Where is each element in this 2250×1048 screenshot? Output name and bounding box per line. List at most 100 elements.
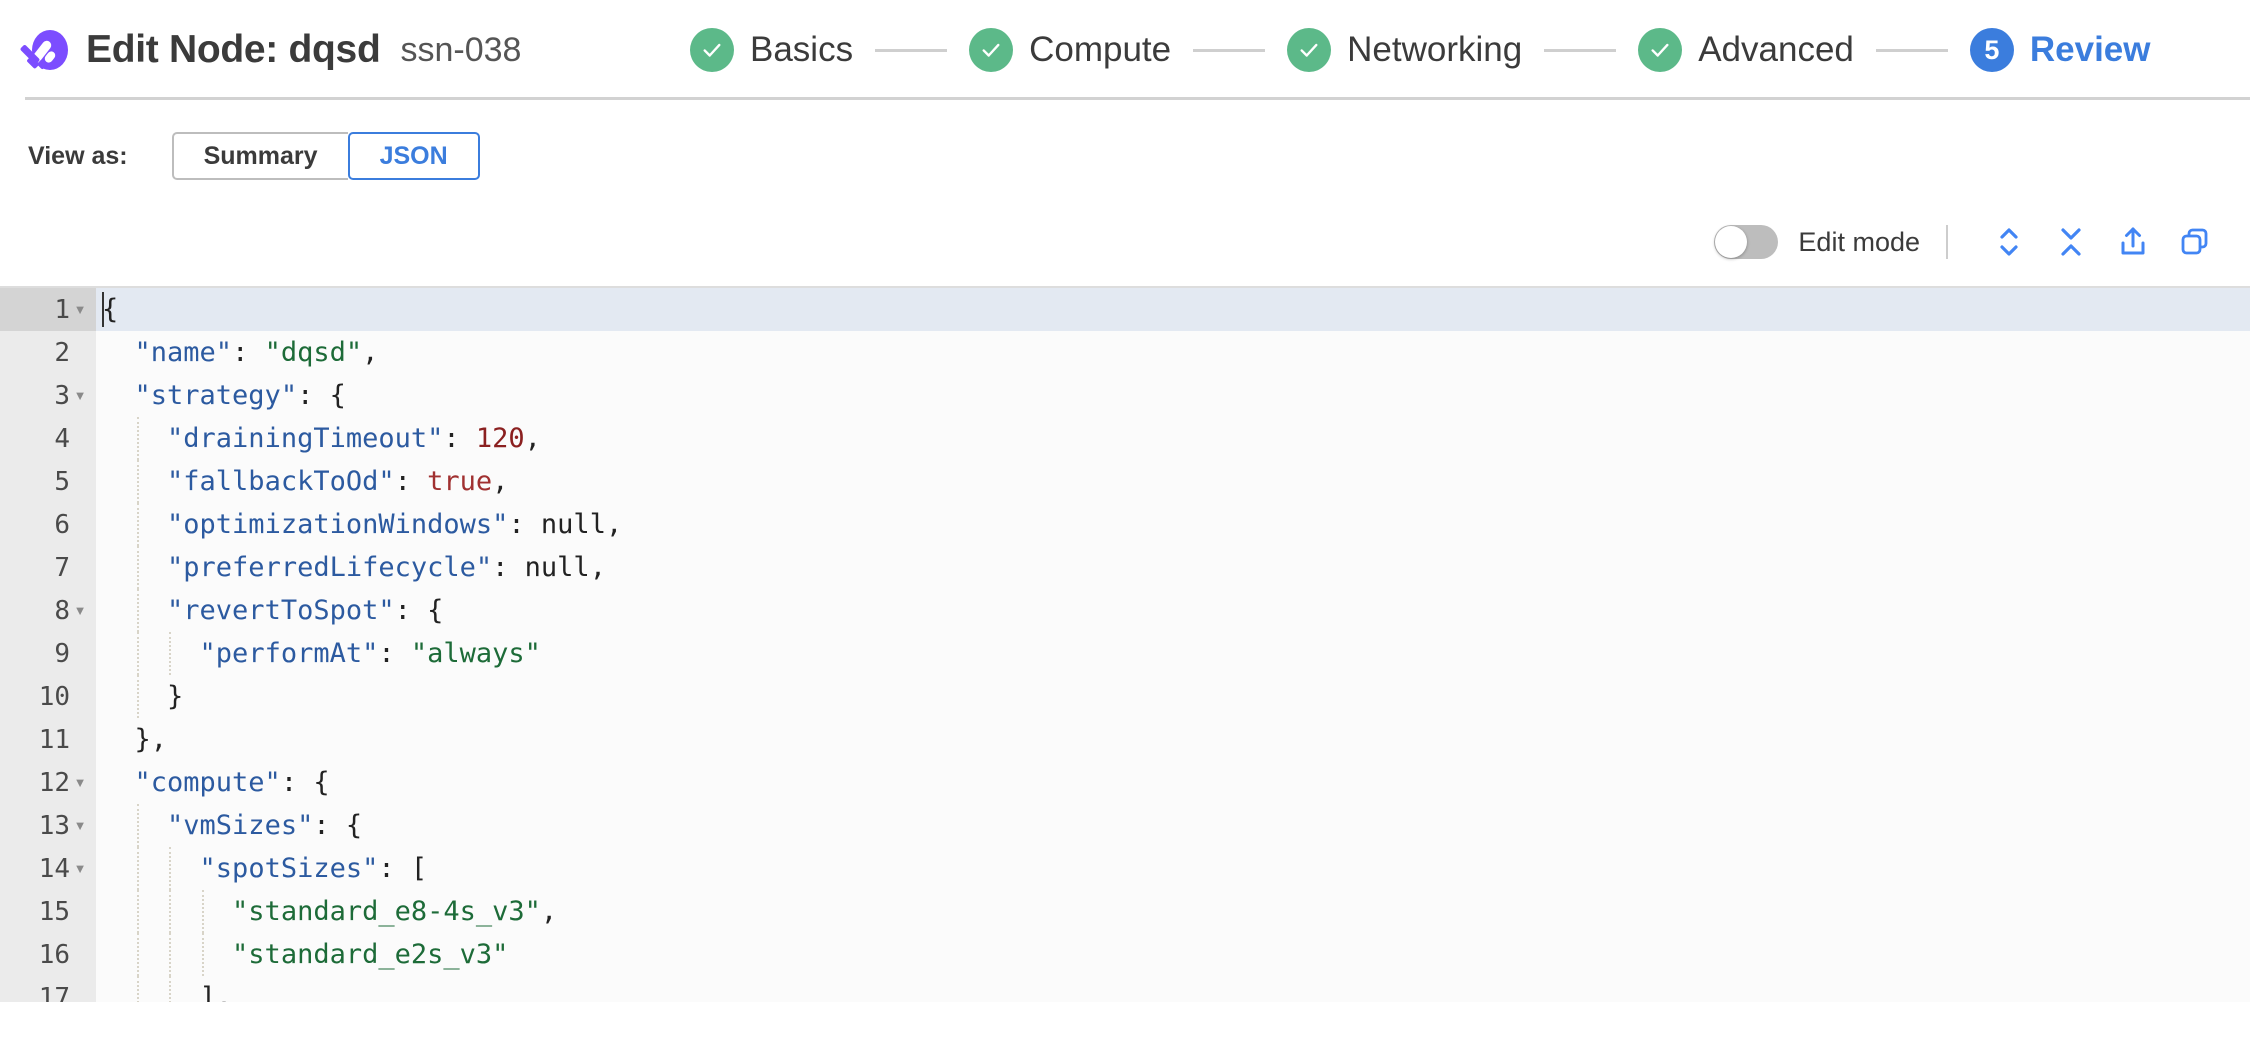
export-icon[interactable] [2106,220,2160,264]
token-punct: : { [280,767,330,798]
line-number-gutter: 10 [0,675,96,718]
page-header: Edit Node: dqsd ssn-038 Basics Compute [0,0,2250,100]
token-punct: , [540,896,558,927]
line-number: 14 [38,853,70,884]
edit-mode-toggle-knob [1715,226,1748,258]
collapse-all-icon[interactable] [2044,220,2098,264]
token-punct: , [362,337,379,368]
token-punct: }, [134,724,168,755]
json-editor[interactable]: 1▼{2 "name": "dqsd",3▼ "strategy": {4 "d… [0,286,2250,1002]
code-row[interactable]: 16 "standard_e2s_v3" [0,933,2250,976]
view-as-summary-button[interactable]: Summary [171,132,348,180]
token-punct: : { [394,595,444,626]
indent-space [102,466,167,497]
code-row[interactable]: 2 "name": "dqsd", [0,331,2250,374]
view-as-json-button[interactable]: JSON [347,132,480,180]
fold-toggle-icon[interactable]: ▼ [73,775,87,790]
step-connector [1875,48,1948,52]
header-divider [25,97,2250,100]
line-number: 5 [54,466,70,497]
code-row[interactable]: 1▼{ [0,288,2250,331]
page-title: Edit Node: dqsd [86,28,381,71]
fold-toggle-icon[interactable]: ▼ [73,603,87,618]
code-text: "strategy": { [96,374,2250,417]
check-icon [1651,43,1669,57]
code-row[interactable]: 9 "performAt": "always" [0,632,2250,675]
code-text: "standard_e2s_v3" [96,933,2250,976]
fold-toggle-icon[interactable]: ▼ [73,302,87,317]
line-number-gutter: 1▼ [0,288,96,331]
code-row[interactable]: 15 "standard_e8-4s_v3", [0,890,2250,933]
token-num: 120 [475,423,525,454]
indent-guide [201,890,204,933]
line-number: 16 [38,939,70,970]
view-as-row: View as: Summary JSON [0,100,2250,180]
indent-guide [169,632,172,675]
token-punct: : [394,466,428,497]
step-compute-indicator [969,28,1014,72]
line-number: 12 [38,767,70,798]
fold-toggle-icon[interactable]: ▼ [73,861,87,876]
step-basics-indicator [690,28,734,72]
code-row[interactable]: 14▼ "spotSizes": [ [0,847,2250,890]
step-review[interactable]: 5 Review [1969,28,2151,72]
line-number-gutter: 11 [0,718,96,761]
code-row[interactable]: 7 "preferredLifecycle": null, [0,546,2250,589]
token-key: "revertToSpot" [167,595,395,626]
indent-guide [136,417,139,460]
step-connector [1544,48,1617,52]
token-null: null [524,552,590,583]
code-text: ], [96,976,2250,1002]
fold-toggle-icon[interactable]: ▼ [73,818,87,833]
code-row[interactable]: 17 ], [0,976,2250,1002]
code-row[interactable]: 11 }, [0,718,2250,761]
indent-guide [136,546,139,589]
token-key: "optimizationWindows" [167,509,509,540]
indent-space [102,939,232,970]
line-number-gutter: 5 [0,460,96,503]
fold-toggle-icon[interactable]: ▼ [73,388,87,403]
code-row[interactable]: 10 } [0,675,2250,718]
line-number-gutter: 6 [0,503,96,546]
code-text: "optimizationWindows": null, [96,503,2250,546]
token-string: "standard_e2s_v3" [232,939,509,970]
token-punct: : { [313,810,363,841]
view-as-label: View as: [28,141,128,170]
step-basics[interactable]: Basics [690,28,853,72]
code-row[interactable]: 13▼ "vmSizes": { [0,804,2250,847]
token-punct: } [167,681,184,712]
line-number: 9 [54,638,70,669]
indent-space [102,810,167,841]
line-number-gutter: 15 [0,890,96,933]
indent-guide [201,933,204,976]
text-cursor [102,292,104,327]
step-networking-indicator [1287,28,1332,72]
line-number: 13 [38,810,70,841]
step-basics-label: Basics [750,30,854,69]
code-row[interactable]: 4 "drainingTimeout": 120, [0,417,2250,460]
code-row[interactable]: 5 "fallbackToOd": true, [0,460,2250,503]
indent-guide [136,503,139,546]
node-id-subtitle: ssn-038 [400,30,522,69]
copy-icon[interactable] [2168,220,2222,264]
token-key: "compute" [134,767,281,798]
token-punct: ], [199,982,233,1002]
step-compute[interactable]: Compute [969,28,1171,72]
code-text: "revertToSpot": { [96,589,2250,632]
code-row[interactable]: 12▼ "compute": { [0,761,2250,804]
code-text: { [96,288,2250,331]
indent-guide [136,847,139,890]
code-row[interactable]: 6 "optimizationWindows": null, [0,503,2250,546]
code-row[interactable]: 3▼ "strategy": { [0,374,2250,417]
toolbar-divider [1946,225,1948,259]
token-punct: : [443,423,476,454]
line-number-gutter: 2 [0,331,96,374]
code-row[interactable]: 8▼ "revertToSpot": { [0,589,2250,632]
step-advanced[interactable]: Advanced [1638,28,1854,72]
code-text: }, [96,718,2250,761]
edit-mode-toggle[interactable] [1714,225,1779,259]
step-networking[interactable]: Networking [1287,28,1522,72]
expand-all-icon[interactable] [1982,220,2036,264]
line-number-gutter: 14▼ [0,847,96,890]
indent-space [102,767,135,798]
